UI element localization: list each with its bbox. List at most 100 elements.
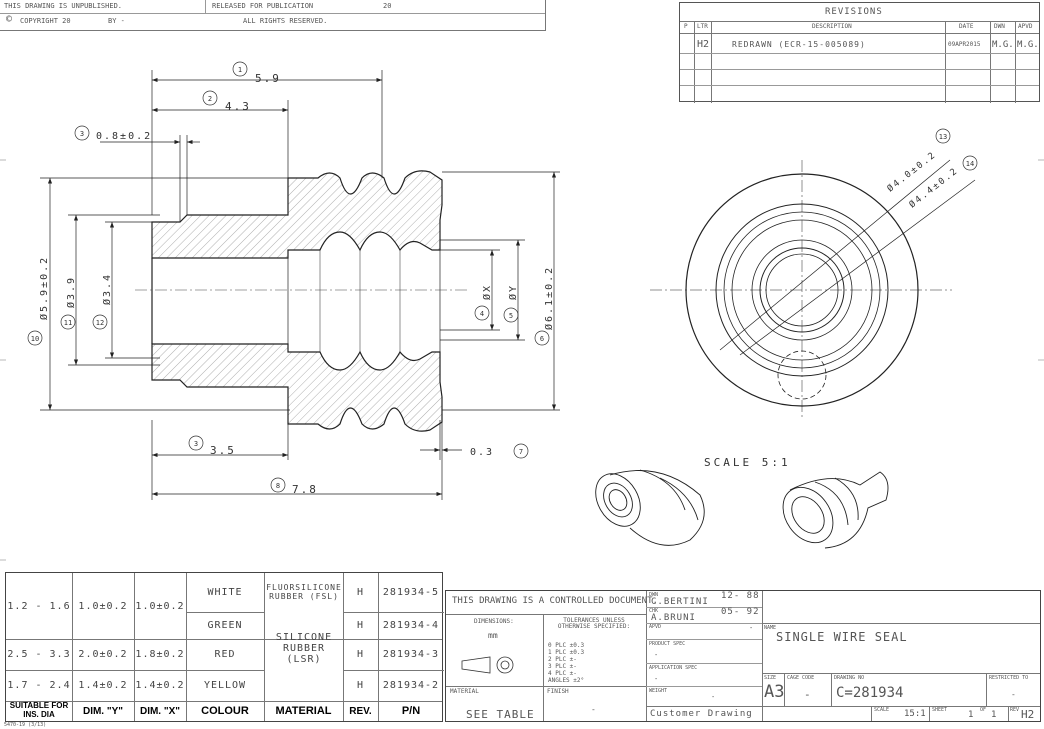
cage-code-value: - — [804, 688, 811, 701]
copyright-by: BY - — [108, 17, 125, 25]
bom-table: 1.2 - 1.6 1.0±0.2 1.0±0.2 WHITE FLUORSIL… — [5, 572, 444, 722]
dim-0-3: 0.3 — [470, 447, 494, 458]
drawing-no-value: C=281934 — [836, 685, 904, 701]
balloon-13 — [935, 128, 951, 144]
dimensions-unit: mm — [488, 631, 498, 640]
product-spec-label: PRODUCT SPEC — [649, 641, 686, 647]
balloon-3-top — [74, 125, 90, 141]
bom-ins-3: 2.5 - 3.3 — [7, 649, 71, 660]
bom-rev-2: H — [356, 620, 365, 631]
dwn-label: DWN — [649, 592, 659, 598]
drawing-name: SINGLE WIRE SEAL — [776, 630, 908, 644]
balloon-label: 12 — [96, 319, 104, 327]
bom-material-3: SILICONE RUBBER (LSR) — [275, 631, 333, 665]
of-value: 1 — [991, 710, 997, 720]
bom-header-ins: SUITABLE FOR INS. DIA — [9, 701, 69, 719]
balloon-label: 4 — [480, 310, 484, 318]
apvd-label: APVD — [649, 624, 662, 630]
sheet-value: 1 — [968, 710, 974, 720]
unpublished-note: THIS DRAWING IS UNPUBLISHED. — [4, 2, 123, 10]
drawing-no-label: DRAWING NO — [834, 675, 865, 681]
bom-header-colour: COLOUR — [201, 704, 249, 717]
rev-value: H2 — [1021, 708, 1035, 721]
chk-date: 05- 92 — [721, 607, 760, 617]
seal-end-view — [650, 159, 976, 420]
bom-colour-4: YELLOW — [203, 680, 247, 691]
rev-col-p: P — [684, 23, 688, 30]
material-value: SEE TABLE — [466, 708, 535, 721]
projection-icon — [461, 656, 514, 674]
bom-rev-3: H — [356, 649, 365, 660]
rev-col-date: DATE — [959, 23, 974, 30]
rev-row-desc: REDRAWN (ECR-15-005089) — [732, 40, 866, 49]
bom-colour-2: GREEN — [207, 620, 243, 631]
balloons — [27, 61, 978, 493]
size-label: SIZE — [764, 675, 777, 681]
balloon-3-bottom — [188, 435, 204, 451]
bom-header-rev: REV. — [349, 705, 372, 717]
bom-pn-1: 281934-5 — [382, 587, 440, 598]
dim-dia-x: ØX — [481, 284, 493, 300]
balloon-label: 2 — [208, 95, 212, 103]
bom-colour-3: RED — [214, 649, 236, 660]
customer-drawing: Customer Drawing — [650, 709, 753, 719]
balloon-label: 7 — [519, 448, 523, 456]
cage-code-label: CAGE CODE — [787, 675, 815, 681]
top-left-info: THIS DRAWING IS UNPUBLISHED. RELEASED FO… — [0, 0, 546, 31]
weight-value: - — [711, 693, 716, 701]
dwn-date: 12- 88 — [721, 591, 760, 601]
application-spec-label: APPLICATION SPEC — [649, 665, 698, 671]
dim-4-3: 4.3 — [225, 100, 251, 113]
dim-5-9: 5.9 — [255, 72, 281, 85]
dim-dia-3-9: Ø3.9 — [65, 276, 77, 308]
dim-dia-3-4: Ø3.4 — [101, 273, 113, 305]
chk-label: CHK — [649, 608, 659, 614]
balloon-label: 3 — [80, 130, 84, 138]
seal-section-view — [151, 170, 443, 432]
dim-dia-5-9: Ø5.9±0.2 — [38, 256, 50, 320]
restricted-value: - — [1011, 690, 1016, 699]
balloon-7 — [513, 443, 529, 459]
product-spec-value: - — [654, 651, 659, 659]
revisions-title: REVISIONS — [825, 7, 883, 17]
bom-ins-1: 1.2 - 1.6 — [7, 600, 71, 612]
balloon-4 — [474, 305, 490, 321]
bom-rev-4: H — [356, 680, 365, 691]
released-note: RELEASED FOR PUBLICATION — [212, 2, 314, 10]
balloon-label: 6 — [540, 335, 544, 343]
balloon-label: 8 — [276, 482, 280, 490]
balloon-10 — [27, 330, 43, 346]
balloon-11 — [60, 314, 76, 330]
scale-label: SCALE — [874, 707, 890, 713]
revisions-table: REVISIONS P LTR DESCRIPTION DATE DWN APV… — [679, 2, 1040, 103]
bom-y-4: 1.4±0.2 — [78, 680, 128, 691]
rev-row-date: 09APR2015 — [948, 41, 981, 48]
rev-row-ltr: H2 — [697, 39, 710, 50]
footer-code: 5470-19 (3/13) — [4, 722, 47, 728]
of-label: OF — [980, 707, 987, 713]
tolerances-label: TOLERANCES UNLESS OTHERWISE SPECIFIED: — [557, 617, 631, 630]
dim-dia-y: ØY — [507, 284, 519, 300]
bom-pn-2: 281934-4 — [382, 620, 440, 631]
sheet-label: SHEET — [932, 707, 948, 713]
title-block: THIS DRAWING IS A CONTROLLED DOCUMENT. D… — [445, 590, 1041, 722]
bom-pn-3: 281934-3 — [382, 649, 440, 660]
restricted-label: RESTRICTED TO — [989, 675, 1029, 681]
rev-col-dwn: DWN — [994, 23, 1005, 30]
application-spec-value: - — [654, 675, 659, 683]
balloon-6 — [534, 330, 550, 346]
balloon-label: 10 — [31, 335, 39, 343]
balloon-label: 13 — [939, 133, 947, 141]
bom-ins-4: 1.7 - 2.4 — [7, 680, 71, 691]
finish-label: FINISH — [547, 688, 569, 695]
bom-header-y: DIM. "Y" — [82, 705, 124, 717]
bom-colour-1: WHITE — [207, 587, 243, 598]
name-label: NAME — [764, 625, 777, 631]
balloon-label: 3 — [194, 440, 198, 448]
tolerance-list: 0 PLC ±0.3 1 PLC ±0.3 2 PLC ±- 3 PLC ±- … — [548, 642, 585, 684]
balloon-label: 14 — [966, 160, 974, 168]
bom-x-4: 1.4±0.2 — [135, 680, 185, 691]
bom-header-pn: P/N — [401, 704, 421, 717]
balloon-label: 1 — [238, 66, 242, 74]
